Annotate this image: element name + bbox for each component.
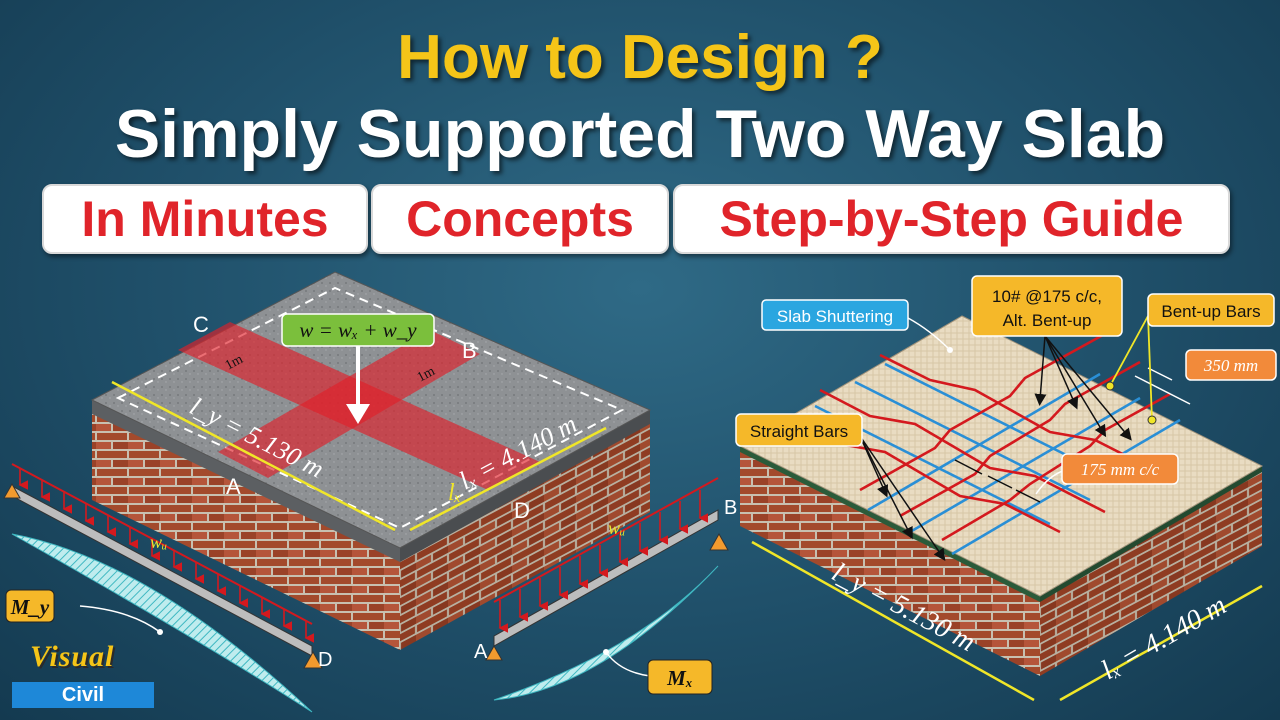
moment-diagram-y <box>11 533 313 713</box>
left-brick-wall-side <box>400 420 650 650</box>
spacing-175-box <box>1061 453 1179 485</box>
beam-corner-a: A <box>474 641 488 663</box>
left-slab: l_y = 5.130 m lₓ = 4.140 m lₓ 1m 1m C B … <box>90 271 652 650</box>
straight-label-box <box>735 413 863 447</box>
page-title: How to Design ? <box>397 23 883 92</box>
shuttering-label-box <box>761 299 909 331</box>
beam-x: wᵤ Mₓ A B <box>474 477 737 701</box>
corner-a: A <box>226 474 241 499</box>
moment-diagram-x <box>493 565 719 701</box>
beam-load-x: wᵤ <box>608 518 625 538</box>
left-brick-wall-front <box>92 408 400 650</box>
spacing-350-box <box>1185 349 1277 381</box>
lx-short-label: lₓ <box>448 480 462 506</box>
strip-width-label-1: 1m <box>223 352 246 374</box>
beam-corner-b: B <box>724 497 737 519</box>
right-brick-wall-front <box>740 450 1040 676</box>
mx-label-box <box>647 659 713 695</box>
beam-load-y: wᵤ <box>150 532 167 552</box>
beam-corner-d: D <box>318 649 332 671</box>
spacing-350-label: 350 mm <box>1203 356 1258 375</box>
lx-dimension-line <box>409 426 607 532</box>
spacing-175-arrows <box>954 459 1041 503</box>
corner-b: B <box>462 338 477 363</box>
tag-in-minutes: In Minutes <box>42 184 368 254</box>
rebar-note-line1: 10# @175 c/c, <box>992 287 1102 306</box>
strip-width-label-2: 1m <box>415 364 438 386</box>
corner-c: C <box>193 312 209 337</box>
straight-label: Straight Bars <box>750 422 848 441</box>
rebar-note-line2: Alt. Bent-up <box>1003 311 1092 330</box>
bentup-label-box <box>1147 293 1275 327</box>
bentup-label: Bent-up Bars <box>1161 302 1260 321</box>
right-brick-wall-side <box>1040 470 1262 676</box>
lx-dimension-line-right <box>1059 584 1263 702</box>
beam-y: wᵤ M_y D <box>3 463 332 713</box>
page-subtitle: Simply Supported Two Way Slab <box>114 96 1166 172</box>
logo-bottom: Civil <box>12 682 154 708</box>
mx-label: Mₓ <box>666 666 693 690</box>
tag-concepts: Concepts <box>371 184 669 254</box>
tag-step-by-step: Step-by-Step Guide <box>673 184 1230 254</box>
ly-dimension-line <box>111 380 396 532</box>
right-slab: l_y = 5.130 m lₓ = 4.140 m <box>738 315 1264 702</box>
load-formula: w = wₓ + w_y <box>299 318 417 342</box>
corner-d: D <box>514 498 530 523</box>
logo-top: Visual <box>30 640 115 673</box>
visual-civil-logo: Visual Civil <box>12 640 154 712</box>
ly-dimension-line-right <box>751 540 1035 702</box>
shuttering-label: Slab Shuttering <box>777 307 893 326</box>
my-label-box <box>5 589 55 623</box>
rebar-note-box <box>971 275 1123 337</box>
my-label: M_y <box>10 595 50 619</box>
spacing-175-label: 175 mm c/c <box>1081 460 1160 479</box>
